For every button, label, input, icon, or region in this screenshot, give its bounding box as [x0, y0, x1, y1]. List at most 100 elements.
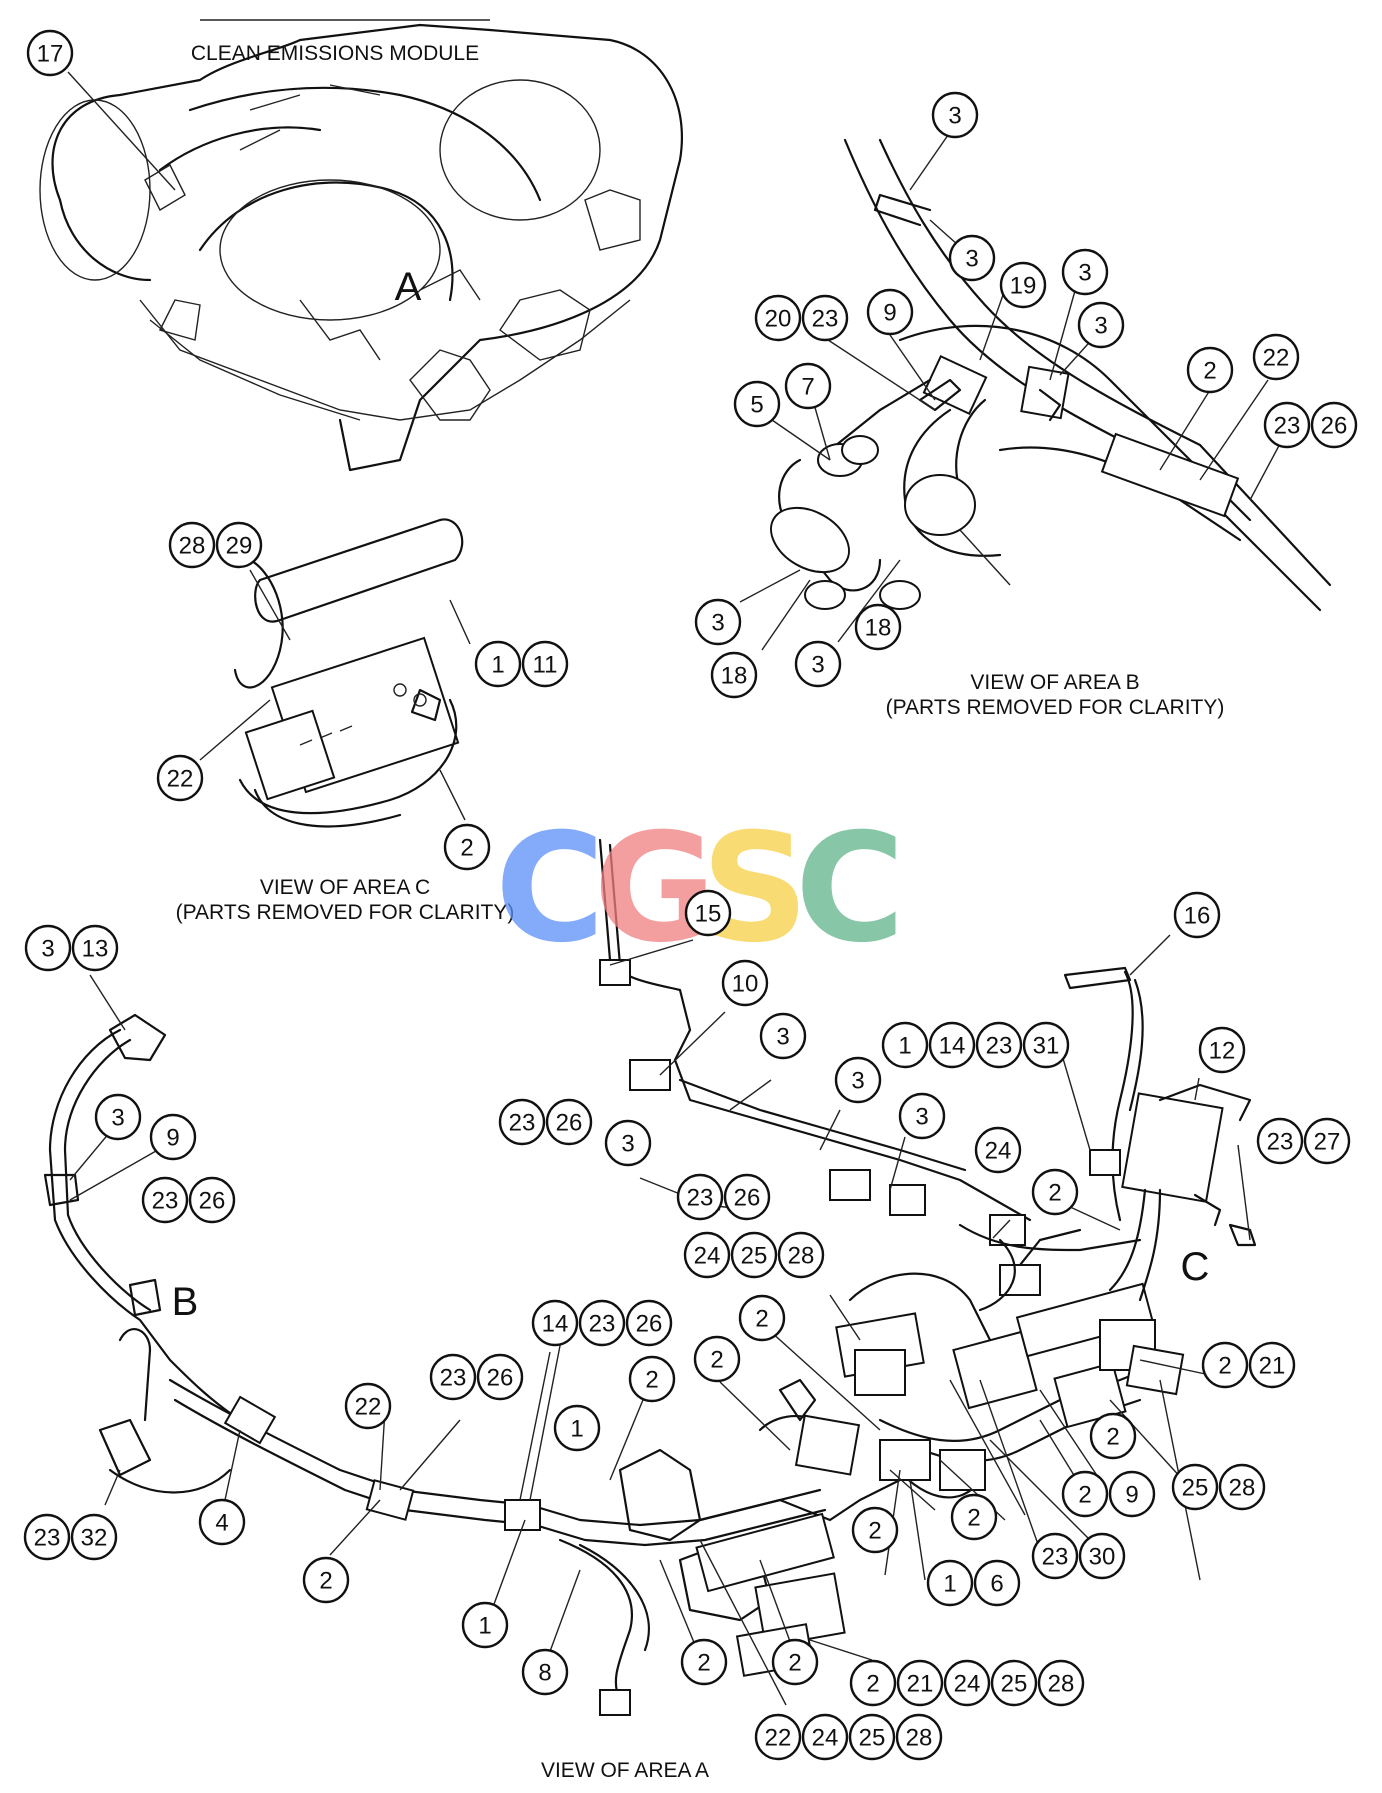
callout-balloon: 4 — [198, 1498, 246, 1546]
callout-number: 3 — [711, 610, 724, 637]
callout-balloon: 2 — [738, 1294, 786, 1342]
callout-number: 26 — [199, 1188, 226, 1215]
callout-balloon: 27 — [1303, 1117, 1351, 1165]
callout-circle — [344, 1382, 392, 1430]
callout-circle — [26, 29, 74, 77]
callout-c-22: 22 — [156, 754, 204, 802]
callout-balloon: 2 — [771, 1638, 819, 1686]
area-label-b: B — [172, 1280, 199, 1324]
callout-balloon: 23 — [1263, 401, 1311, 449]
callout-a-2h: 2 — [950, 1493, 998, 1541]
callout-circle — [754, 294, 802, 342]
callout-b-18a: 18 — [854, 603, 902, 651]
callout-balloon: 23 — [23, 1513, 71, 1561]
callout-number: 18 — [865, 615, 892, 642]
callout-number: 2 — [1218, 1353, 1231, 1380]
callout-a-16: 16 — [1173, 891, 1221, 939]
callout-number: 15 — [695, 901, 722, 928]
callout-circle — [943, 1659, 991, 1707]
callout-number: 2 — [967, 1505, 980, 1532]
callout-a-1a: 1 — [553, 1404, 601, 1452]
callout-number: 17 — [37, 41, 64, 68]
callout-balloon: 2 — [1061, 1470, 1109, 1518]
callout-circle — [1037, 1659, 1085, 1707]
captions: CLEAN EMISSIONS MODULE VIEW OF AREA B (P… — [176, 42, 1225, 1782]
callout-balloon: 3 — [24, 924, 72, 972]
callout-a-2e: 2 — [1089, 1412, 1137, 1460]
callout-number: 8 — [538, 1660, 551, 1687]
callout-circle — [721, 959, 769, 1007]
callout-circle — [895, 1713, 943, 1761]
callout-balloon: 32 — [70, 1513, 118, 1561]
callout-number: 21 — [907, 1671, 934, 1698]
callout-balloon: 2 — [1201, 1341, 1249, 1389]
callout-balloon: 23 — [498, 1098, 546, 1146]
callout-circle — [784, 362, 832, 410]
callout-balloon: 29 — [215, 521, 263, 569]
callout-balloon: 9 — [149, 1113, 197, 1161]
callout-number: 2 — [319, 1568, 332, 1595]
callout-number: 2 — [755, 1306, 768, 1333]
callout-number: 23 — [509, 1110, 536, 1137]
callout-b-22: 22 — [1252, 333, 1300, 381]
callout-number: 5 — [750, 392, 763, 419]
callout-balloon: 26 — [723, 1173, 771, 1221]
callout-number: 3 — [1094, 313, 1107, 340]
callout-a-23-26c: 23 26 — [676, 1173, 771, 1221]
callout-circle — [168, 521, 216, 569]
callout-number: 1 — [478, 1613, 491, 1640]
callout-circle — [302, 1556, 350, 1604]
callout-balloon: 24 — [683, 1231, 731, 1279]
callout-balloon: 30 — [1078, 1532, 1126, 1580]
area-a-illustration: B — [43, 838, 1257, 1716]
callout-a-2b: 2 — [738, 1294, 786, 1342]
callout-circle — [754, 1713, 802, 1761]
callout-balloon: 24 — [943, 1659, 991, 1707]
callout-b-3d: 3 — [1077, 301, 1125, 349]
callout-number: 23 — [687, 1185, 714, 1212]
callout-circle — [896, 1659, 944, 1707]
callout-balloon: 2 — [849, 1659, 897, 1707]
callout-balloon: 3 — [948, 234, 996, 282]
callout-circle — [531, 1299, 579, 1347]
callout-number: 32 — [81, 1525, 108, 1552]
callout-number: 23 — [1042, 1544, 1069, 1571]
callout-number: 3 — [621, 1131, 634, 1158]
callout-circle — [854, 603, 902, 651]
callout-balloon: 23 — [1031, 1532, 1079, 1580]
callout-circle — [1108, 1470, 1156, 1518]
callout-balloon: 23 — [578, 1299, 626, 1347]
callout-balloon: 23 — [141, 1176, 189, 1224]
callout-balloon: 25 — [848, 1713, 896, 1761]
callout-balloon: 1 — [474, 640, 522, 688]
callout-circle — [461, 1601, 509, 1649]
callout-number: 2 — [1048, 1180, 1061, 1207]
callout-number: 23 — [152, 1188, 179, 1215]
callout-a-3c: 3 — [898, 1092, 946, 1140]
callout-balloon: 2 — [680, 1638, 728, 1686]
callout-number: 24 — [694, 1243, 721, 1270]
callout-balloon: 26 — [1310, 401, 1358, 449]
callout-a-1b: 1 — [461, 1601, 509, 1649]
callout-circle — [94, 1093, 142, 1141]
callout-a-24a: 24 — [974, 1126, 1022, 1174]
callout-balloon: 1 — [461, 1601, 509, 1649]
watermark-letter-1: C — [495, 802, 605, 976]
callout-number: 3 — [851, 1068, 864, 1095]
callout-balloon: 3 — [931, 91, 979, 139]
callout-b-2: 2 — [1186, 346, 1234, 394]
callout-number: 14 — [939, 1033, 966, 1060]
callout-circle — [950, 1493, 998, 1541]
callout-circle — [521, 1648, 569, 1696]
callout-number: 1 — [570, 1416, 583, 1443]
callout-circle — [974, 1126, 1022, 1174]
callout-circle — [694, 598, 742, 646]
callout-balloon: 10 — [721, 959, 769, 1007]
callout-number: 2 — [1203, 358, 1216, 385]
callout-a-22a: 22 — [344, 1382, 392, 1430]
callout-number: 23 — [812, 306, 839, 333]
callout-circle — [898, 1092, 946, 1140]
callout-circle — [1078, 1532, 1126, 1580]
